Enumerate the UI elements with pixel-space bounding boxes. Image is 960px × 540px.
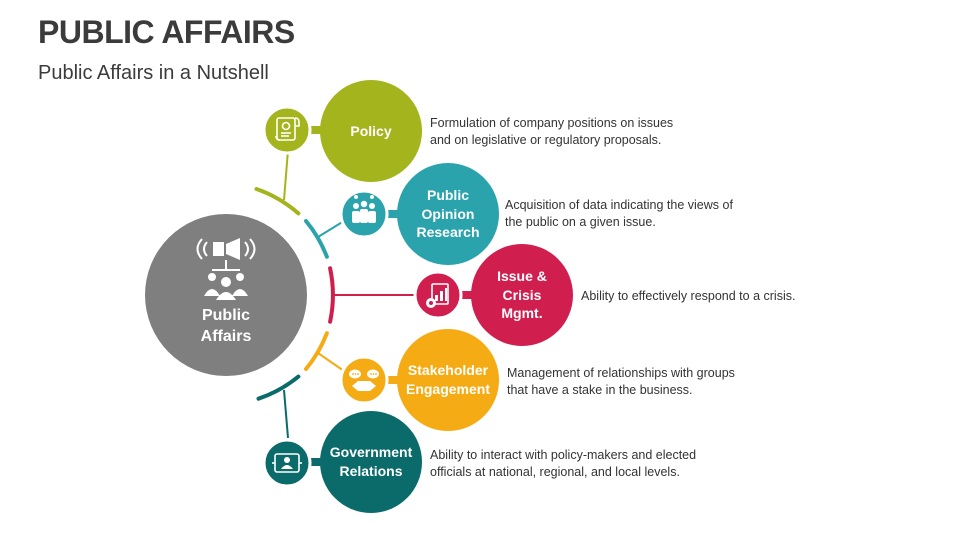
- bridge-policy: [306, 126, 322, 134]
- circle-government: [320, 411, 422, 513]
- megaphone-people-icon: [196, 238, 256, 300]
- arc-segment-government: [256, 374, 301, 401]
- desc-government-relations: Ability to interact with policy-makers a…: [430, 448, 697, 479]
- circle-research: [397, 163, 499, 265]
- circle-stakeholder: [397, 329, 499, 431]
- handshake-chat-icon: [349, 369, 379, 391]
- bridge-crisis: [456, 291, 474, 299]
- label-government-relations: Government Relations: [329, 444, 413, 479]
- arc-segment-stakeholder: [304, 331, 329, 371]
- desc-stakeholder-engagement: Management of relationships with groups …: [507, 366, 735, 397]
- connector-research: [317, 220, 345, 238]
- label-stakeholder-engagement: Stakeholder Engagement: [405, 362, 490, 397]
- chart-gear-icon: [426, 283, 449, 308]
- label-issue-crisis-mgmt: Issue & Crisis Mgmt.: [497, 267, 547, 322]
- connector-stakeholder: [317, 352, 345, 372]
- arc-segment-research: [304, 219, 329, 259]
- arc-segment-policy: [254, 187, 301, 216]
- bridge-stakeholder: [382, 376, 400, 384]
- document-scroll-icon: [275, 117, 300, 141]
- label-public-opinion-research: Public Opinion Research: [416, 186, 480, 241]
- desc-public-opinion-research: Acquisition of data indicating the views…: [505, 198, 733, 229]
- connector-policy: [283, 149, 289, 201]
- group-people-icon: [352, 195, 376, 223]
- center-label: Public Affairs: [200, 307, 252, 345]
- circle-crisis: [471, 244, 573, 346]
- connector-government: [283, 389, 289, 439]
- bridge-research: [382, 210, 400, 218]
- icon-circle-stakeholder: [339, 355, 389, 405]
- label-policy: Policy: [350, 122, 392, 139]
- id-card-icon: [272, 453, 302, 473]
- page-subtitle: Public Affairs in a Nutshell: [38, 62, 269, 84]
- page-title: PUBLIC AFFAIRS: [38, 14, 295, 50]
- bridge-government: [306, 458, 322, 466]
- desc-policy: Formulation of company positions on issu…: [430, 116, 674, 147]
- circle-policy: [320, 80, 422, 182]
- desc-issue-crisis-mgmt: Ability to effectively respond to a cris…: [581, 289, 796, 303]
